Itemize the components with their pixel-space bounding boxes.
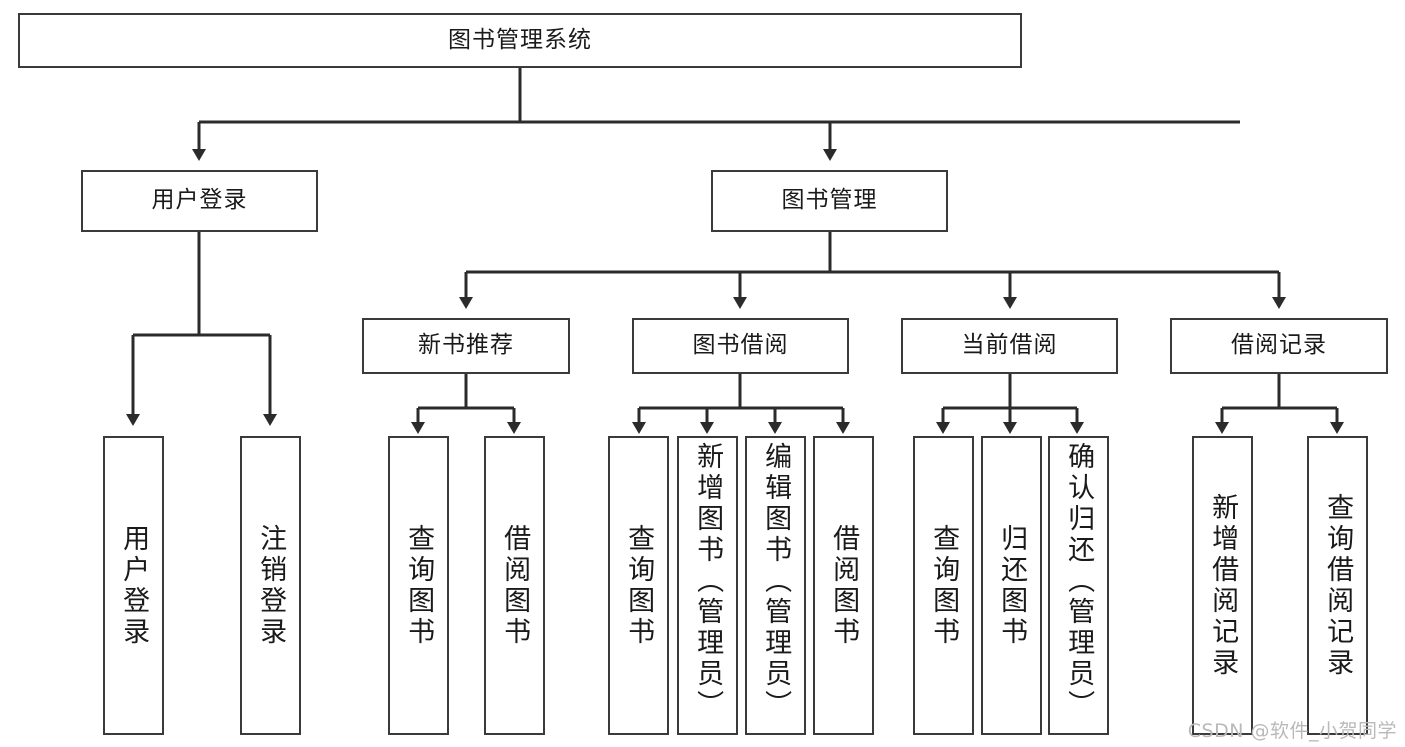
leaf-user-logout[interactable]: 注销登录 xyxy=(240,436,301,735)
leaf-confirm-return[interactable]: 确认归还（管理员） xyxy=(1048,436,1109,735)
leaf-user-login[interactable]: 用户登录 xyxy=(103,436,164,735)
leaf-query-record[interactable]: 查询借阅记录 xyxy=(1307,436,1368,735)
node-borrow-record-label: 借阅记录 xyxy=(1231,332,1327,359)
leaf-borrow-book-1-label: 借阅图书 xyxy=(499,523,531,648)
node-new-book-rec-label: 新书推荐 xyxy=(418,332,514,359)
node-new-book-rec[interactable]: 新书推荐 xyxy=(362,318,570,374)
node-book-borrow[interactable]: 图书借阅 xyxy=(632,318,849,374)
leaf-query-book-3-label: 查询图书 xyxy=(928,523,960,648)
node-user-login[interactable]: 用户登录 xyxy=(81,170,318,232)
node-book-borrow-label: 图书借阅 xyxy=(692,332,789,359)
leaf-borrow-book-1[interactable]: 借阅图书 xyxy=(484,436,545,735)
leaf-return-book-label: 归还图书 xyxy=(996,523,1028,648)
node-book-manage-label: 图书管理 xyxy=(781,187,878,214)
leaf-add-book[interactable]: 新增图书（管理员） xyxy=(677,436,738,735)
node-root-label: 图书管理系统 xyxy=(448,26,592,53)
csdn-watermark: CSDN @软件_小贺同学 xyxy=(1187,720,1397,742)
leaf-query-book-2[interactable]: 查询图书 xyxy=(608,436,669,735)
leaf-return-book[interactable]: 归还图书 xyxy=(981,436,1042,735)
leaf-borrow-book-2[interactable]: 借阅图书 xyxy=(813,436,874,735)
leaf-query-book-1[interactable]: 查询图书 xyxy=(388,436,449,735)
node-current-borrow-label: 当前借阅 xyxy=(961,332,1058,359)
node-current-borrow[interactable]: 当前借阅 xyxy=(901,318,1118,374)
leaf-query-record-label: 查询借阅记录 xyxy=(1322,492,1354,679)
node-book-manage[interactable]: 图书管理 xyxy=(711,170,948,232)
leaf-add-record[interactable]: 新增借阅记录 xyxy=(1192,436,1253,735)
leaf-borrow-book-2-label: 借阅图书 xyxy=(828,523,860,648)
leaf-query-book-1-label: 查询图书 xyxy=(403,523,435,648)
leaf-confirm-return-label: 确认归还（管理员） xyxy=(1063,442,1095,721)
leaf-add-record-label: 新增借阅记录 xyxy=(1207,492,1239,679)
leaf-add-book-label: 新增图书（管理员） xyxy=(692,442,724,721)
leaf-edit-book[interactable]: 编辑图书（管理员） xyxy=(745,436,806,735)
leaf-user-logout-label: 注销登录 xyxy=(255,523,287,648)
leaf-query-book-3[interactable]: 查询图书 xyxy=(913,436,974,735)
node-root[interactable]: 图书管理系统 xyxy=(18,13,1022,68)
node-borrow-record[interactable]: 借阅记录 xyxy=(1170,318,1388,374)
leaf-query-book-2-label: 查询图书 xyxy=(623,523,655,648)
node-user-login-label: 用户登录 xyxy=(151,187,248,214)
leaf-edit-book-label: 编辑图书（管理员） xyxy=(760,442,792,721)
leaf-user-login-label: 用户登录 xyxy=(118,523,150,648)
